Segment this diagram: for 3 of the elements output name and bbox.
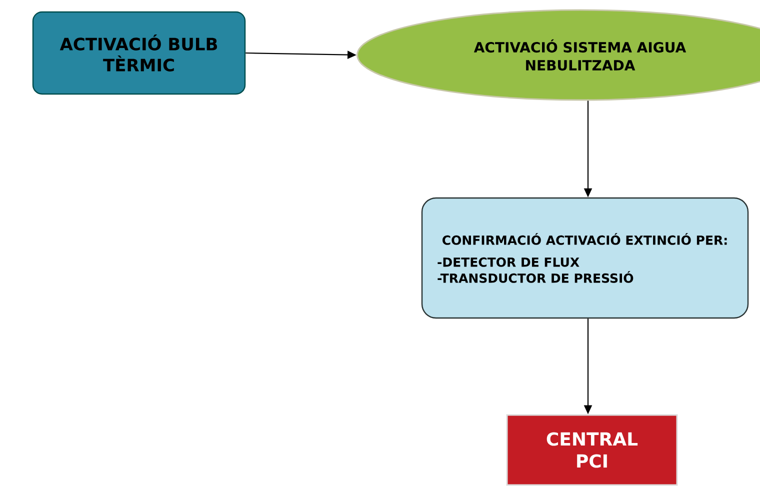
process-box: CONFIRMACIÓ ACTIVACIÓ EXTINCIÓ PER: -DETECTOR DE FLUX -TRANSDUCTOR DE PRESSIÓ xyxy=(421,197,749,319)
process-box: ACTIVACIÓ BULB TÈRMIC xyxy=(32,11,246,95)
process-box: CENTRAL PCI xyxy=(506,414,678,486)
